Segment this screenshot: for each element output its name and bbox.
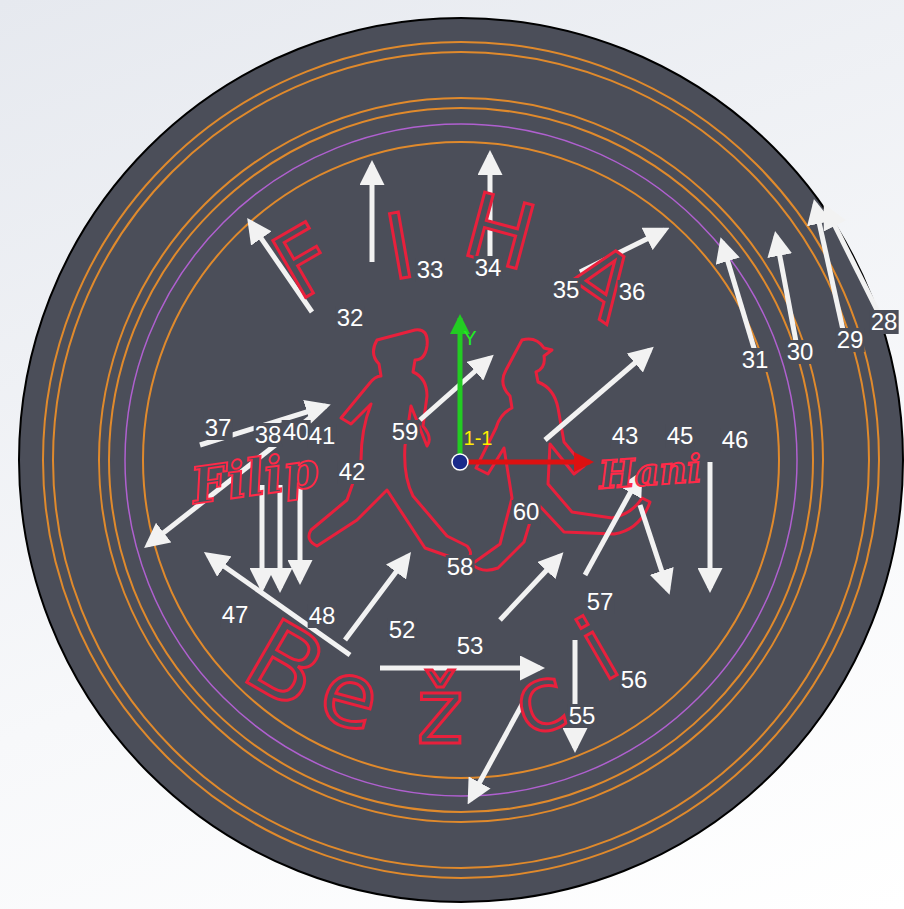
engraved-text: ž [416, 667, 463, 757]
callout-number: 43 [611, 424, 640, 448]
callout-number: Y [462, 328, 477, 348]
callout-number: 40 [282, 420, 311, 444]
callout-number: 46 [721, 428, 750, 452]
callout-number: 32 [336, 306, 365, 330]
callout-number: 58 [446, 555, 475, 579]
callout-number: 29 [836, 328, 865, 352]
callout-number: 41 [308, 424, 337, 448]
callout-number: 34 [474, 256, 503, 280]
callout-number: 1-1 [463, 428, 494, 448]
callout-number: 30 [786, 340, 815, 364]
engraved-text: Hani [598, 449, 703, 494]
callout-number: 33 [416, 258, 445, 282]
callout-number: 38 [254, 423, 283, 447]
callout-number: 53 [456, 634, 485, 658]
callout-number: 47 [221, 603, 250, 627]
callout-number: 59 [391, 420, 420, 444]
callout-number: 35 [552, 278, 581, 302]
callout-number: 57 [586, 590, 615, 614]
callout-number: 28 [870, 310, 899, 334]
callout-number: 45 [666, 424, 695, 448]
callout-number: 48 [308, 604, 337, 628]
callout-number: 36 [618, 280, 647, 304]
engraved-text: c [504, 650, 575, 750]
callout-number: 60 [512, 500, 541, 524]
callout-number: 56 [620, 668, 649, 692]
callout-number: 31 [741, 348, 770, 372]
callout-number: 55 [568, 704, 597, 728]
engraved-text: F [260, 210, 350, 314]
callout-number: 42 [338, 460, 367, 484]
callout-number: 37 [204, 416, 233, 440]
callout-number: 52 [388, 618, 417, 642]
engraved-text: I [379, 200, 421, 293]
engraved-text: Filip [188, 444, 321, 511]
